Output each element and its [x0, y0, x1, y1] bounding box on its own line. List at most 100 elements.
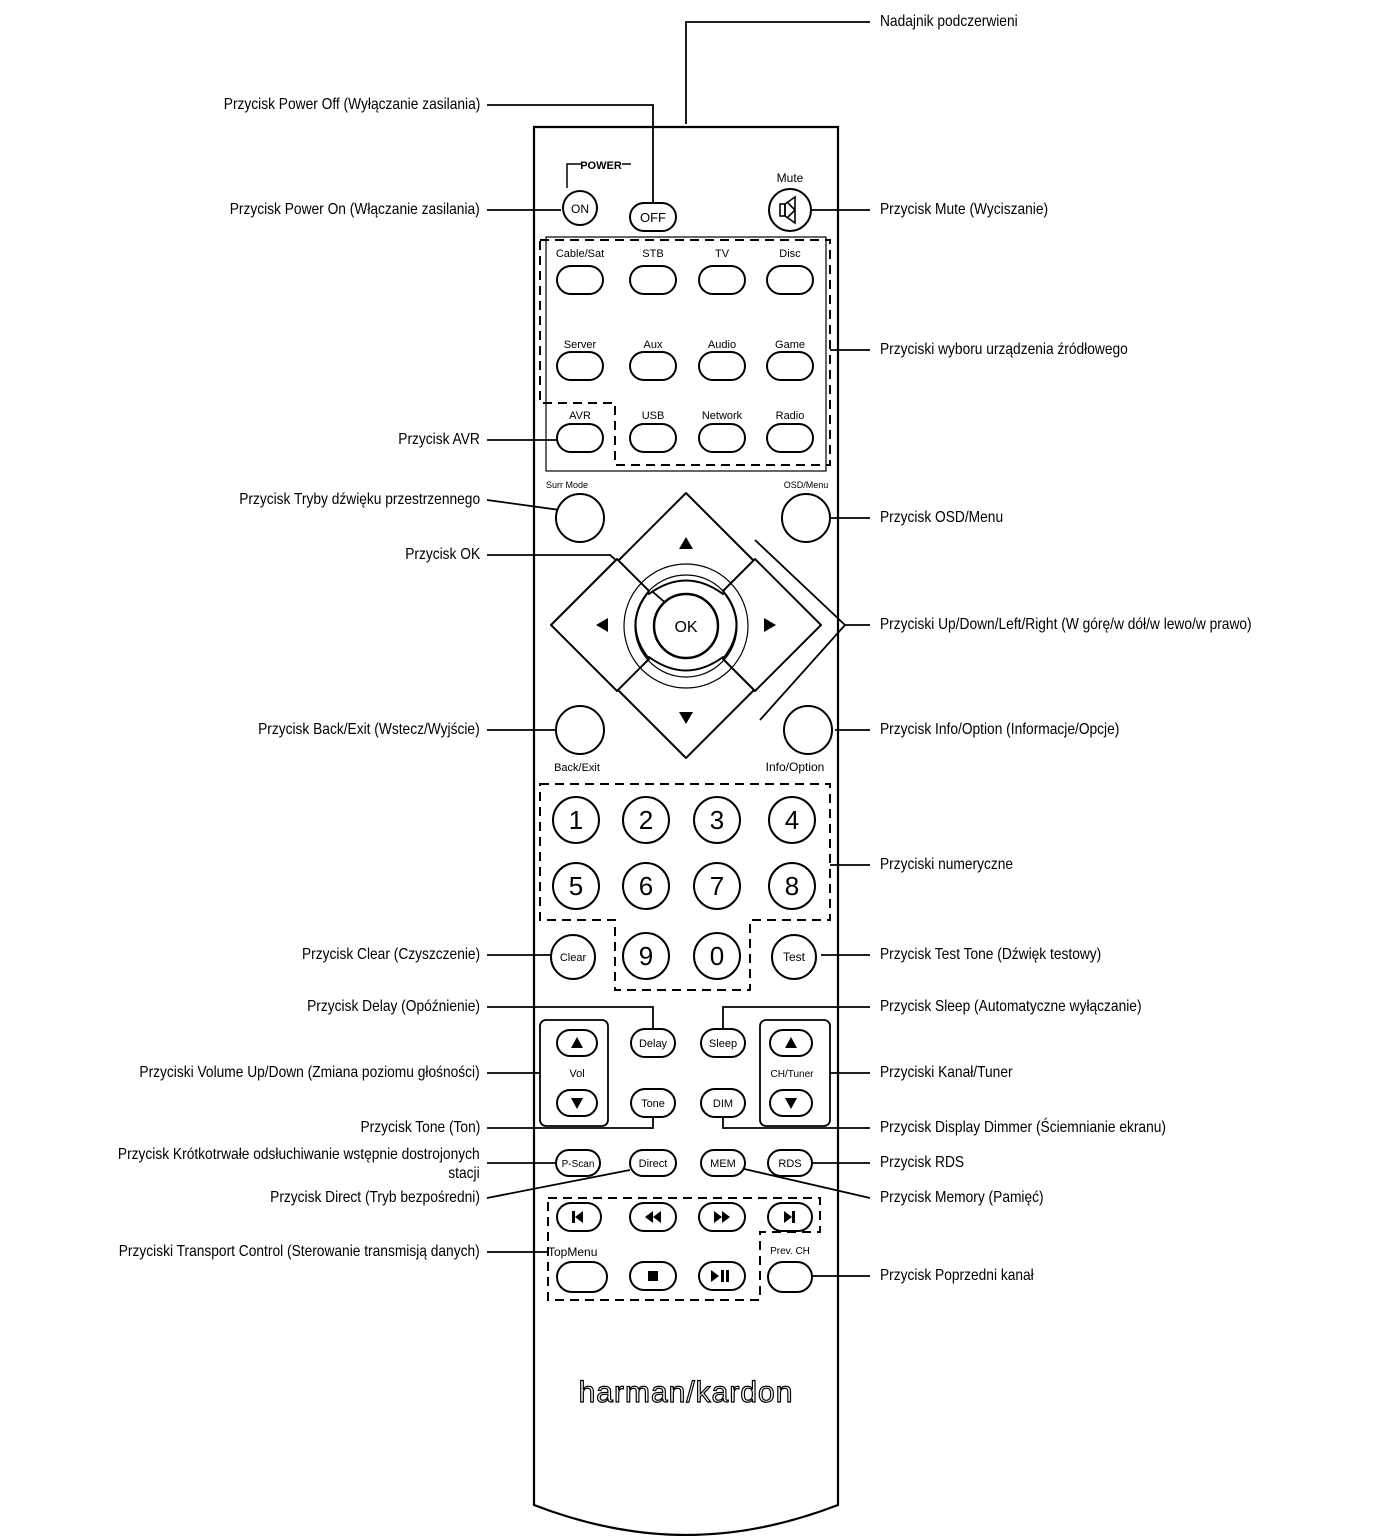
source-button-2-2[interactable]: Network	[698, 410, 746, 453]
source-button-0-0[interactable]: Cable/Sat	[556, 248, 604, 295]
test-label: Test	[783, 950, 806, 964]
ok-button[interactable]: OK	[652, 592, 720, 660]
number-button-4[interactable]: 5	[552, 862, 600, 910]
number-button-6[interactable]: 7	[693, 862, 741, 910]
play-pause-button[interactable]	[698, 1261, 746, 1291]
source-button-body[interactable]	[698, 351, 746, 381]
rds-button[interactable]: RDS	[767, 1149, 813, 1177]
label-rds: Przycisk RDS	[880, 1154, 965, 1171]
source-button-body[interactable]	[629, 351, 677, 381]
fast-forward-icon	[714, 1211, 730, 1223]
label-avr: Przycisk AVR	[398, 431, 480, 448]
label-memory: Przycisk Memory (Pamięć)	[880, 1189, 1044, 1206]
delay-button-body[interactable]	[630, 1028, 676, 1058]
source-button-body[interactable]	[629, 423, 677, 453]
number-button-body[interactable]	[693, 796, 741, 844]
power-off-label: OFF	[640, 210, 666, 225]
volume-down-button[interactable]	[556, 1089, 598, 1117]
power-section: POWER ON OFF Mute	[562, 160, 812, 232]
stop-button[interactable]	[629, 1261, 677, 1291]
direct-button[interactable]: Direct	[629, 1149, 677, 1177]
number-button-9[interactable]: 0	[693, 932, 741, 980]
source-button-2-3[interactable]: Radio	[766, 410, 814, 453]
number-button-body[interactable]	[552, 862, 600, 910]
source-button-0-2[interactable]: TV	[698, 248, 746, 295]
number-button-5[interactable]: 6	[622, 862, 670, 910]
tone-button-body[interactable]	[630, 1088, 676, 1118]
source-button-0-1[interactable]: STB	[629, 248, 677, 295]
info-option-button[interactable]	[783, 705, 833, 755]
number-button-body[interactable]	[693, 932, 741, 980]
delay-button[interactable]: Delay	[630, 1028, 676, 1058]
label-mute: Przycisk Mute (Wyciszanie)	[880, 201, 1049, 218]
dim-button-body[interactable]	[700, 1088, 746, 1118]
top-menu-button[interactable]	[556, 1261, 608, 1293]
channel-down-button[interactable]	[769, 1089, 813, 1117]
number-button-0[interactable]: 1	[552, 796, 600, 844]
source-button-0-3[interactable]: Disc	[766, 248, 814, 295]
source-button-body[interactable]	[629, 265, 677, 295]
mem-button-body[interactable]	[700, 1149, 746, 1177]
number-button-body[interactable]	[622, 862, 670, 910]
number-button-body[interactable]	[552, 796, 600, 844]
sleep-button[interactable]: Sleep	[700, 1028, 746, 1058]
number-label: 8	[785, 871, 799, 901]
source-button-1-0[interactable]: Server	[556, 339, 604, 381]
mute-button[interactable]	[768, 188, 812, 232]
number-button-body[interactable]	[622, 932, 670, 980]
number-button-1[interactable]: 2	[622, 796, 670, 844]
number-button-body[interactable]	[768, 796, 816, 844]
source-button-1-3[interactable]: Game	[766, 339, 814, 381]
number-button-2[interactable]: 3	[693, 796, 741, 844]
p-scan-button-body[interactable]	[555, 1149, 601, 1177]
surr-mode-button[interactable]	[555, 493, 605, 543]
tone-button[interactable]: Tone	[630, 1088, 676, 1118]
source-button-body[interactable]	[766, 265, 814, 295]
source-button-2-0[interactable]: AVR	[556, 410, 604, 453]
power-off-button[interactable]: OFF	[629, 202, 677, 232]
source-button-body[interactable]	[556, 423, 604, 453]
source-button-1-1[interactable]: Aux	[629, 339, 677, 381]
number-label: 2	[639, 805, 653, 835]
source-label: Disc	[779, 248, 801, 260]
label-ir-transmitter: Nadajnik podczerwieni	[880, 13, 1018, 30]
number-button-body[interactable]	[768, 862, 816, 910]
source-button-body[interactable]	[766, 351, 814, 381]
number-button-body[interactable]	[622, 796, 670, 844]
source-button-body[interactable]	[766, 423, 814, 453]
source-label: Network	[702, 410, 743, 422]
number-button-3[interactable]: 4	[768, 796, 816, 844]
info-option-label: Info/Option	[766, 760, 825, 774]
sleep-button-body[interactable]	[700, 1028, 746, 1058]
skip-back-button[interactable]	[556, 1202, 602, 1232]
source-button-1-2[interactable]: Audio	[698, 339, 746, 381]
source-button-body[interactable]	[698, 423, 746, 453]
number-button-body[interactable]	[693, 862, 741, 910]
nav-down-button[interactable]	[616, 656, 756, 759]
power-on-button[interactable]: ON	[562, 190, 598, 226]
channel-up-button[interactable]	[769, 1029, 813, 1057]
skip-forward-button[interactable]	[767, 1202, 813, 1232]
rds-button-body[interactable]	[767, 1149, 813, 1177]
label-info-option: Przycisk Info/Option (Informacje/Opcje)	[880, 721, 1120, 738]
back-exit-button[interactable]	[555, 705, 605, 755]
osd-menu-button[interactable]	[781, 493, 831, 543]
source-button-2-1[interactable]: USB	[629, 410, 677, 453]
number-button-7[interactable]: 8	[768, 862, 816, 910]
prev-ch-button[interactable]	[767, 1261, 813, 1293]
back-exit-label: Back/Exit	[554, 762, 600, 774]
ch-tuner-label: CH/Tuner	[771, 1069, 815, 1080]
fast-forward-button[interactable]	[698, 1202, 746, 1232]
volume-up-button[interactable]	[556, 1029, 598, 1057]
rewind-button[interactable]	[629, 1202, 677, 1232]
dim-button[interactable]: DIM	[700, 1088, 746, 1118]
source-button-body[interactable]	[556, 351, 604, 381]
source-button-body[interactable]	[698, 265, 746, 295]
clear-button[interactable]: Clear	[550, 934, 596, 980]
p-scan-button[interactable]: P-Scan	[555, 1149, 601, 1177]
direct-button-body[interactable]	[629, 1149, 677, 1177]
number-button-8[interactable]: 9	[622, 932, 670, 980]
mem-button[interactable]: MEM	[700, 1149, 746, 1177]
source-button-body[interactable]	[556, 265, 604, 295]
test-tone-button[interactable]: Test	[771, 934, 817, 980]
